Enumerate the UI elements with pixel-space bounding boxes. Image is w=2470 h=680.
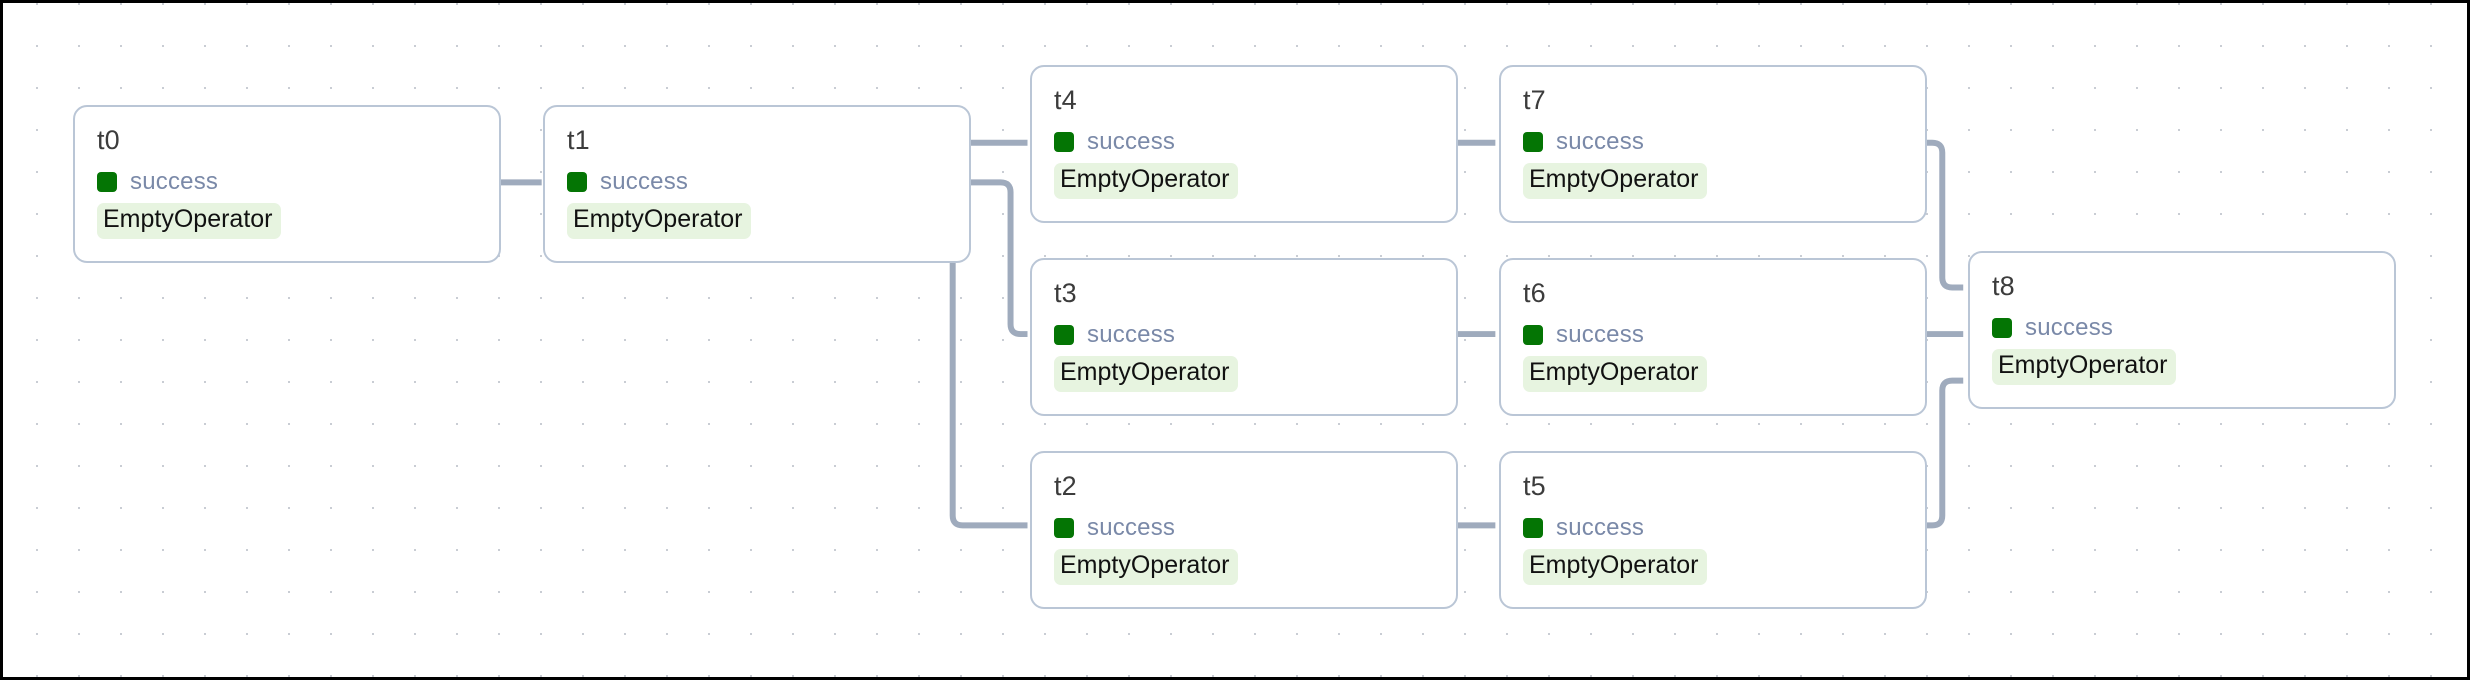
task-operator-label: EmptyOperator [1992,349,2176,385]
task-status-row: success [1523,130,1903,154]
task-status-label: success [130,168,219,195]
task-operator-label: EmptyOperator [1523,549,1707,585]
task-operator-label: EmptyOperator [567,203,751,239]
task-status-label: success [1556,514,1645,541]
status-success-icon [1054,518,1074,538]
dag-edge-t1-t3 [968,179,1028,338]
dag-edge-t1-t2 [949,220,1028,529]
status-success-icon [567,172,587,192]
task-operator-label: EmptyOperator [1523,163,1707,199]
operator-chip-wrap: EmptyOperator [97,203,477,239]
task-operator-label: EmptyOperator [1054,549,1238,585]
task-node-title: t8 [1992,271,2015,301]
task-status-row: success [1054,323,1434,347]
task-status-row: success [567,170,947,194]
status-success-icon [1992,318,2012,338]
task-node-title: t3 [1054,278,1077,308]
task-status-row: success [1992,316,2372,340]
task-node-title: t5 [1523,471,1546,501]
task-operator-label: EmptyOperator [1523,356,1707,392]
task-status-row: success [1523,516,1903,540]
task-status-row: success [97,170,477,194]
task-operator-label: EmptyOperator [1054,163,1238,199]
dag-edge-t5-t8 [1922,377,1964,529]
dag-edge-t7-t8 [1922,139,1964,291]
task-status-label: success [1556,321,1645,348]
task-operator-label: EmptyOperator [97,203,281,239]
operator-chip-wrap: EmptyOperator [1054,356,1434,392]
operator-chip-wrap: EmptyOperator [1054,549,1434,585]
task-node-title: t7 [1523,85,1546,115]
operator-chip-wrap: EmptyOperator [1523,356,1903,392]
task-node-title: t0 [97,125,120,155]
task-status-row: success [1054,516,1434,540]
status-success-icon [1523,325,1543,345]
task-status-row: success [1523,323,1903,347]
status-success-icon [1054,325,1074,345]
task-status-label: success [1556,128,1645,155]
operator-chip-wrap: EmptyOperator [1992,349,2372,385]
status-success-icon [1054,132,1074,152]
task-status-label: success [1087,514,1176,541]
task-node-title: t4 [1054,85,1077,115]
operator-chip-wrap: EmptyOperator [1523,163,1903,199]
task-node-title: t1 [567,125,590,155]
task-node-title: t2 [1054,471,1077,501]
task-status-label: success [1087,321,1176,348]
task-status-label: success [600,168,689,195]
status-success-icon [1523,132,1543,152]
operator-chip-wrap: EmptyOperator [567,203,947,239]
task-status-label: success [1087,128,1176,155]
status-success-icon [97,172,117,192]
operator-chip-wrap: EmptyOperator [1523,549,1903,585]
task-status-row: success [1054,130,1434,154]
task-operator-label: EmptyOperator [1054,356,1238,392]
operator-chip-wrap: EmptyOperator [1054,163,1434,199]
status-success-icon [1523,518,1543,538]
task-status-label: success [2025,314,2114,341]
task-node-title: t6 [1523,278,1546,308]
